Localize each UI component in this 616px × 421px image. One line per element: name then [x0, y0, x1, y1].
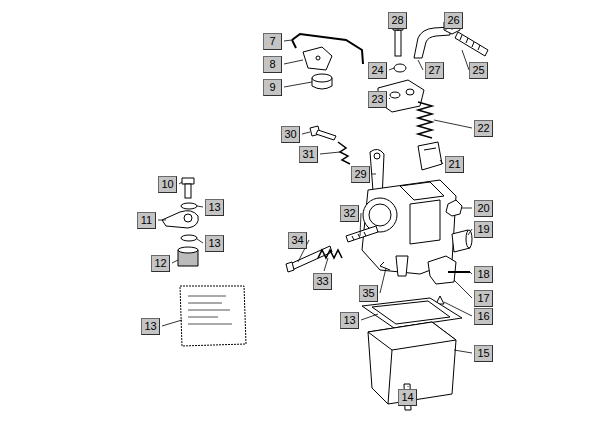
callout-number: 25 [469, 62, 488, 79]
callout-number: 31 [299, 146, 318, 163]
callout-number: 18 [474, 266, 493, 283]
callout-number: 13 [340, 312, 359, 329]
callout-number: 28 [388, 12, 407, 29]
callout-number: 9 [263, 79, 282, 96]
callout-number: 13 [205, 235, 224, 252]
callout-number: 30 [281, 126, 300, 143]
callout-number: 12 [151, 255, 170, 272]
callout-number: 32 [340, 205, 359, 222]
callout-number: 29 [351, 166, 370, 183]
callout-number: 19 [474, 221, 493, 238]
callout-number: 8 [263, 56, 282, 73]
callout-number: 21 [445, 156, 464, 173]
callout-number: 13 [205, 199, 224, 216]
callout-number: 27 [425, 62, 444, 79]
callout-number: 33 [313, 273, 332, 290]
callout-number: 16 [474, 308, 493, 325]
callout-number: 7 [263, 33, 282, 50]
callout-number: 17 [474, 290, 493, 307]
callout-number: 23 [368, 91, 387, 108]
callout-number: 34 [288, 232, 307, 249]
callout-number: 20 [474, 200, 493, 217]
callout-number: 22 [474, 120, 493, 137]
callout-number: 13 [141, 318, 160, 335]
callout-number: 14 [398, 389, 417, 406]
callout-number: 24 [368, 62, 387, 79]
callout-number: 11 [137, 212, 156, 229]
callout-number: 10 [158, 176, 177, 193]
callout-number: 15 [474, 345, 493, 362]
callout-number: 35 [359, 285, 378, 302]
callout-number: 26 [444, 12, 463, 29]
